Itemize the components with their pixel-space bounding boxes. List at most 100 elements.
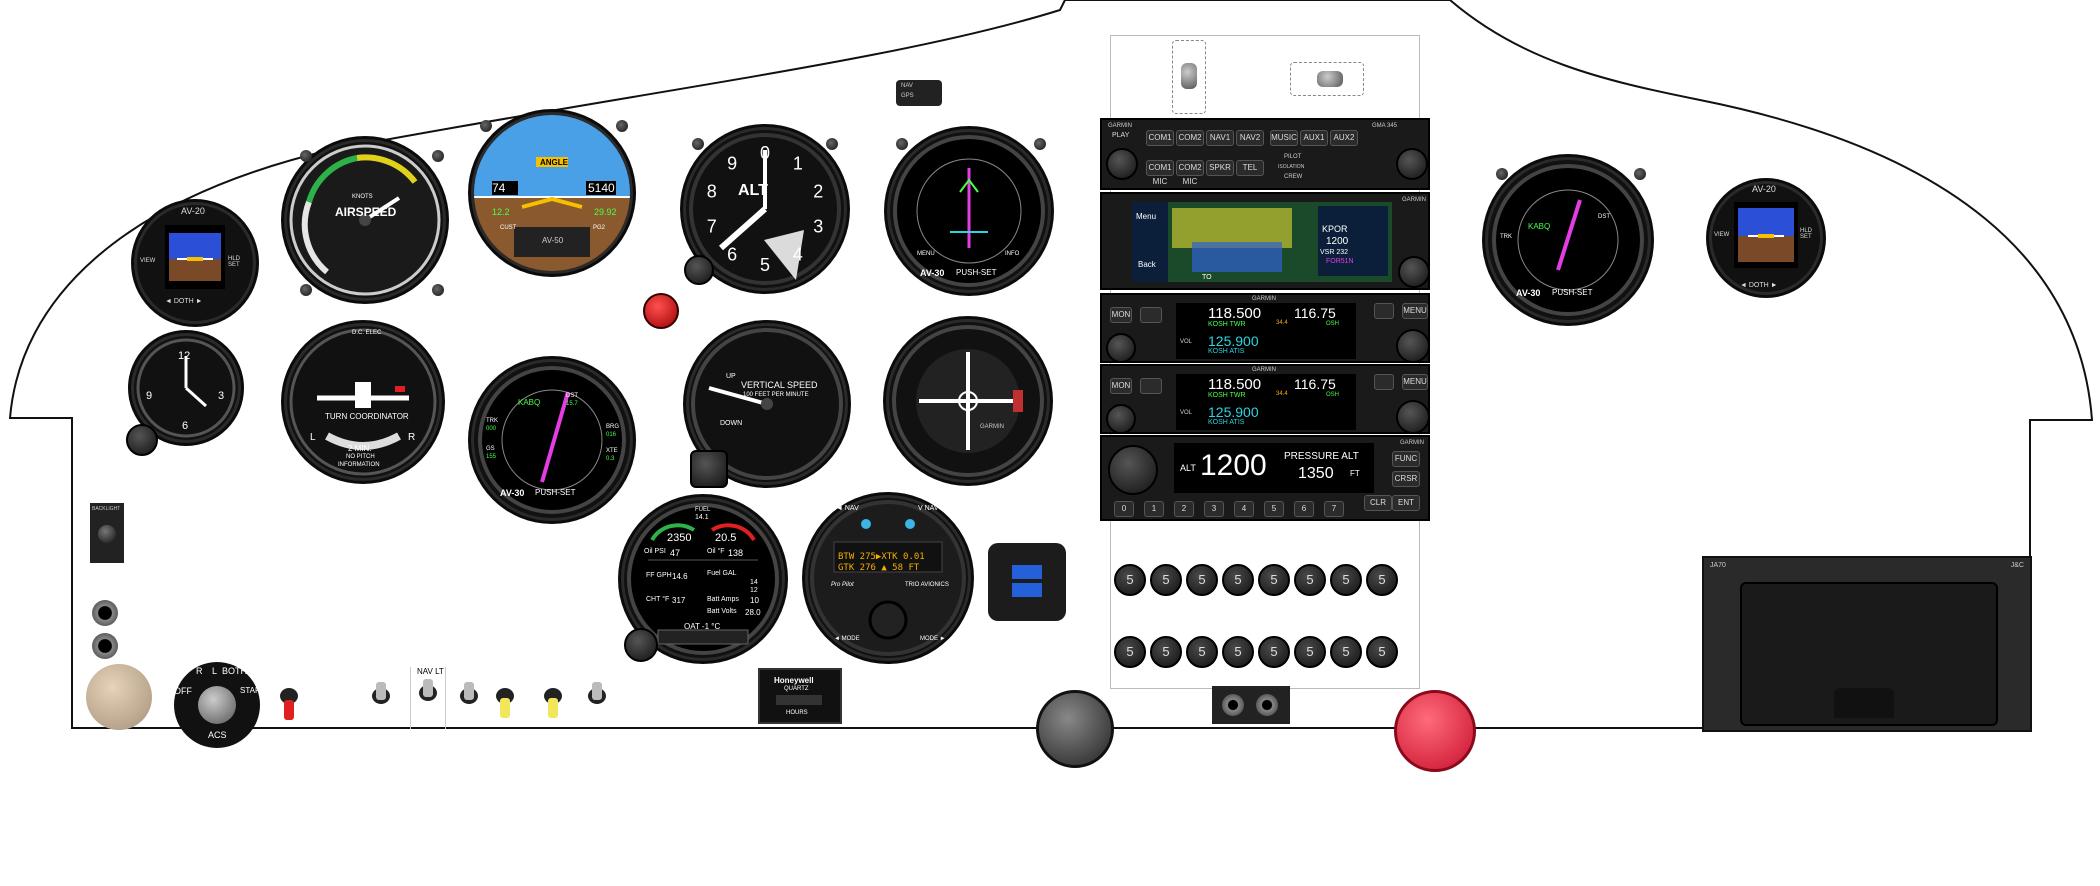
gtn-knob[interactable] [1398, 256, 1430, 288]
ap-vnav[interactable]: V NAV ► [918, 505, 948, 512]
circuit-breaker[interactable]: 5 [1114, 564, 1146, 596]
xpdr-key-2[interactable]: 2 [1174, 501, 1194, 517]
toggle-switch-4[interactable] [456, 678, 482, 722]
toggle-switch-3[interactable] [368, 678, 394, 722]
com2-flip-button[interactable] [1140, 378, 1162, 394]
gtn-back[interactable]: Back [1138, 260, 1156, 269]
ignition-switch[interactable] [174, 662, 260, 748]
toggle-red-switch[interactable] [276, 678, 302, 722]
xpdr-key-4[interactable]: 4 [1234, 501, 1254, 517]
com2-mon-button[interactable]: MON [1110, 378, 1132, 394]
audio-aux1-button[interactable]: AUX1 [1300, 130, 1328, 146]
com1-vol-knob[interactable] [1106, 333, 1136, 363]
toggle-switch-1[interactable] [1172, 40, 1206, 114]
circuit-breaker[interactable]: 5 [1366, 636, 1398, 668]
ap-mode-l[interactable]: ◄ MODE [834, 636, 860, 642]
audio-nav2-button[interactable]: NAV2 [1236, 130, 1264, 146]
audio-squelch-knob[interactable] [1396, 148, 1428, 180]
toggle-yellow-switch-2[interactable] [540, 678, 566, 722]
screw [480, 120, 492, 132]
av30-hsi-gauge[interactable] [474, 362, 630, 518]
toggle-switch-2[interactable] [1290, 62, 1364, 96]
xpdr-key-0[interactable]: 0 [1114, 501, 1134, 517]
altimeter-baro-knob[interactable] [684, 255, 714, 285]
hobbs-label: HOURS [786, 710, 808, 716]
ap-nav[interactable]: ◄ NAV [836, 505, 859, 512]
usb-port[interactable] [988, 543, 1066, 621]
av30-top-push[interactable]: PUSH-SET [956, 268, 997, 277]
audio-com1-mic-button[interactable]: COM1 MIC [1146, 160, 1174, 186]
xpdr-crsr-button[interactable]: CRSR [1392, 471, 1420, 487]
av30-right-push[interactable]: PUSH-SET [1552, 288, 1593, 297]
audio-aux2-button[interactable]: AUX2 [1330, 130, 1358, 146]
toggle-yellow-switch-1[interactable] [492, 678, 518, 722]
mixture-knob[interactable] [1394, 690, 1476, 772]
circuit-breaker[interactable]: 5 [1258, 564, 1290, 596]
vsi-adjust[interactable] [690, 450, 728, 488]
audio-com1-button[interactable]: COM1 [1146, 130, 1174, 146]
hsi-push-set[interactable]: PUSH-SET [535, 488, 576, 497]
com1-flip-button[interactable] [1140, 307, 1162, 323]
xpdr-key-3[interactable]: 3 [1204, 501, 1224, 517]
circuit-breaker[interactable]: 5 [1330, 636, 1362, 668]
xpdr-key-7[interactable]: 7 [1324, 501, 1344, 517]
circuit-breaker[interactable]: 5 [1150, 564, 1182, 596]
gtn-menu[interactable]: Menu [1136, 212, 1157, 221]
throttle-knob[interactable] [1036, 690, 1114, 768]
aux-jack-2[interactable] [92, 633, 118, 659]
circuit-breaker[interactable]: 5 [1366, 564, 1398, 596]
audio-tel-button[interactable]: TEL [1236, 160, 1264, 176]
circuit-breaker[interactable]: 5 [1294, 636, 1326, 668]
circuit-breaker[interactable]: 5 [1222, 636, 1254, 668]
audio-spkr-button[interactable]: SPKR [1206, 160, 1234, 176]
circuit-breaker[interactable]: 5 [1150, 636, 1182, 668]
av20-left-gauge[interactable] [137, 205, 253, 321]
xpdr-clr-button[interactable]: CLR [1364, 495, 1392, 511]
circuit-breaker[interactable]: 5 [1258, 636, 1290, 668]
audio-com2-button[interactable]: COM2 [1176, 130, 1204, 146]
circuit-breaker[interactable]: 5 [1114, 636, 1146, 668]
com1-arrow-button[interactable] [1374, 303, 1394, 319]
circuit-breaker[interactable]: 5 [1330, 564, 1362, 596]
audio-music-button[interactable]: MUSIC [1270, 130, 1298, 146]
circuit-breaker[interactable]: 5 [1186, 636, 1218, 668]
com1-tune-knob[interactable] [1396, 329, 1430, 363]
xpdr-ent-button[interactable]: ENT [1392, 495, 1420, 511]
com2-arrow-button[interactable] [1374, 374, 1394, 390]
av30-top-gauge[interactable] [890, 132, 1048, 290]
audio-volume-knob[interactable] [1106, 148, 1138, 180]
xpdr-mode-knob[interactable] [1108, 445, 1158, 495]
com2-tune-knob[interactable] [1396, 400, 1430, 434]
nav-lt-switch[interactable]: NAV LT [410, 667, 446, 729]
autopilot[interactable] [808, 498, 968, 658]
av20-right-gauge[interactable] [1712, 184, 1820, 292]
xpdr-key-1[interactable]: 1 [1144, 501, 1164, 517]
aux-jack-1[interactable] [92, 600, 118, 626]
av30-top-menu[interactable]: MENU [917, 251, 935, 257]
audio-nav1-button[interactable]: NAV1 [1206, 130, 1234, 146]
headset-jacks[interactable] [1212, 686, 1290, 724]
toggle-switch-5[interactable] [584, 678, 610, 722]
xpdr-func-button[interactable]: FUNC [1392, 451, 1420, 467]
master-switch-cover[interactable] [86, 664, 152, 730]
com1-mon-button[interactable]: MON [1110, 307, 1132, 323]
gtn-map-screen[interactable] [1132, 202, 1392, 282]
audio-play[interactable]: PLAY [1112, 132, 1130, 139]
ap-mode-r[interactable]: MODE ► [920, 636, 946, 642]
circuit-breaker[interactable]: 5 [1294, 564, 1326, 596]
xpdr-key-5[interactable]: 5 [1264, 501, 1284, 517]
radio-shelf[interactable]: JA70 J&C [1702, 556, 2032, 732]
com2-vol-knob[interactable] [1106, 404, 1136, 434]
av30-right-gauge[interactable] [1488, 160, 1648, 320]
av30-top-info[interactable]: INFO [1005, 251, 1020, 257]
circuit-breaker[interactable]: 5 [1222, 564, 1254, 596]
clock-knob[interactable] [126, 424, 158, 456]
circuit-breaker[interactable]: 5 [1186, 564, 1218, 596]
com1-menu-button[interactable]: MENU [1402, 303, 1428, 319]
com2-menu-button[interactable]: MENU [1402, 374, 1428, 390]
backlight-dimmer[interactable]: BACKLIGHT [90, 503, 124, 563]
engine-monitor-knob[interactable] [624, 628, 658, 662]
audio-com2-mic-button[interactable]: COM2 MIC [1176, 160, 1204, 186]
gps-annunciator-label: GPS [901, 93, 914, 99]
xpdr-key-6[interactable]: 6 [1294, 501, 1314, 517]
